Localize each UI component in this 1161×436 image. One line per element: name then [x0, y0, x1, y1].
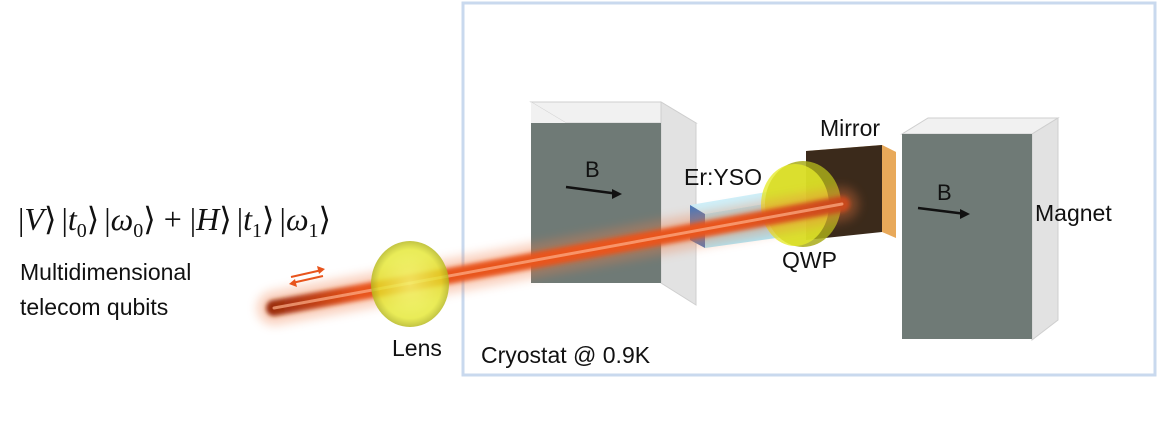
- ket-w0: ω: [111, 201, 134, 237]
- field-arrow-left: [565, 185, 622, 199]
- field-arrow-right: [917, 206, 970, 219]
- right-magnet: [900, 117, 1060, 342]
- cryostat-frame: [461, 1, 1157, 377]
- quantum-state-expression: |V⟩|t0⟩|ω0⟩+|H⟩|t1⟩|ω1⟩: [18, 201, 331, 242]
- mirror-label: Mirror: [820, 115, 880, 141]
- crystal-label: Er:YSO: [684, 164, 762, 190]
- ket-v: V: [24, 201, 47, 237]
- qubits-label-line2: telecom qubits: [20, 294, 168, 320]
- field-label-left: B: [585, 157, 600, 182]
- cryostat-label: Cryostat @ 0.9K: [481, 342, 651, 368]
- ket-w1: ω: [286, 201, 309, 237]
- qubits-label-line1: Multidimensional: [20, 259, 191, 285]
- ket-t1: t: [243, 201, 253, 237]
- laser-beam: [257, 187, 859, 325]
- ket-h: H: [195, 201, 221, 237]
- lens-label: Lens: [392, 335, 442, 361]
- ket-t0: t: [68, 201, 78, 237]
- left-magnet: [529, 101, 698, 306]
- field-label-right: B: [937, 180, 952, 205]
- bidirectional-arrow-icon: [289, 266, 325, 287]
- plus-sign: +: [164, 201, 182, 237]
- magnet-label: Magnet: [1035, 200, 1112, 226]
- lens-element: [371, 241, 449, 327]
- qwp-label: QWP: [782, 247, 837, 273]
- svg-text:|V⟩|t0⟩|ω0⟩+|H⟩|t1⟩|ω1⟩: |V⟩|t0⟩|ω0⟩+|H⟩|t1⟩|ω1⟩: [18, 201, 331, 242]
